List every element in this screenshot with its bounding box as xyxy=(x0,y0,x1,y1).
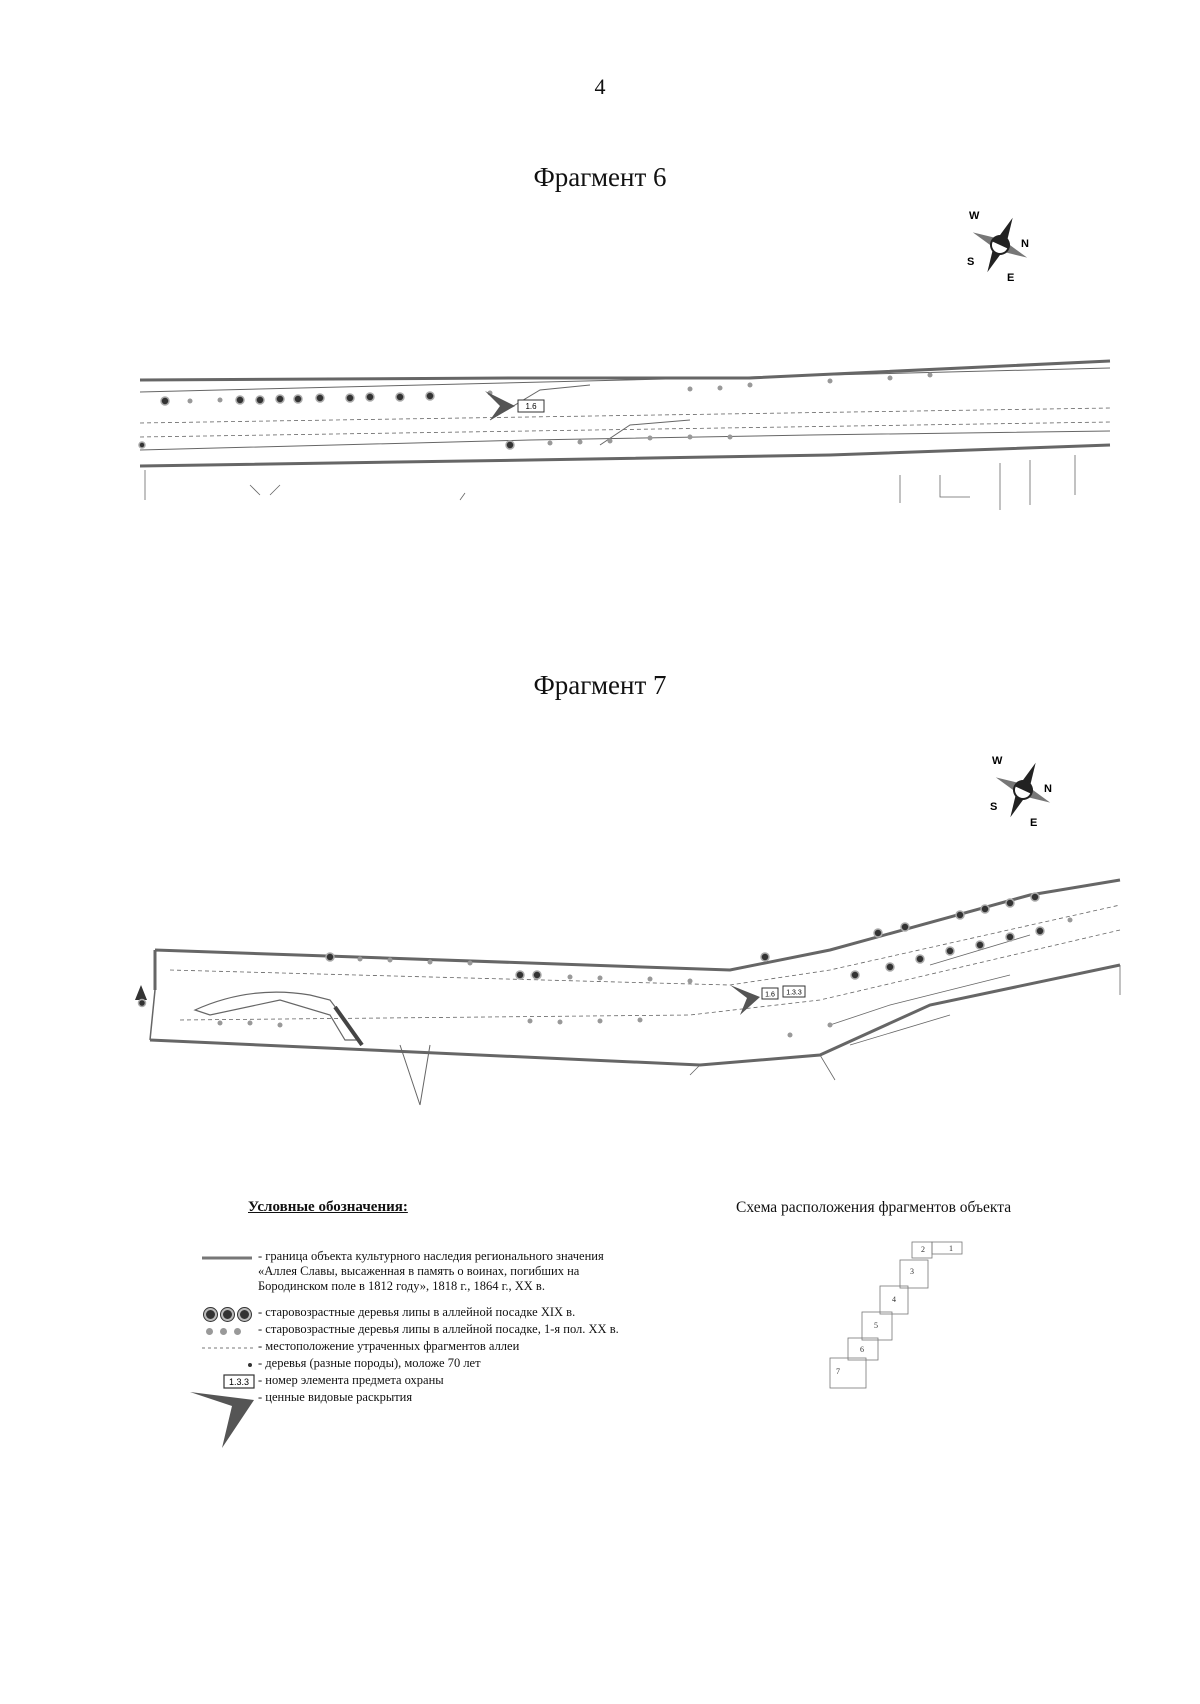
view-arrow-icon xyxy=(190,1392,254,1448)
legend-text: - местоположение утраченных фрагментов а… xyxy=(258,1339,520,1353)
view-arrow-fragment-7 xyxy=(730,985,760,1015)
compass-n-letter: N xyxy=(1044,783,1052,795)
scheme-label-3: 3 xyxy=(910,1267,914,1276)
map-fragment-6: 1.6 xyxy=(138,359,1111,510)
legend-title: Условные обозначения: xyxy=(248,1199,408,1215)
legend-text: Бородинском поле в 1812 году», 1818 г., … xyxy=(258,1279,545,1293)
compass-e-letter: E xyxy=(1030,817,1037,829)
view-arrow-fragment-6 xyxy=(485,391,515,420)
compass-rose-fragment-6: W N S E xyxy=(967,210,1029,284)
compass-w-letter: W xyxy=(992,755,1003,767)
dashed-line-icon xyxy=(202,1347,254,1349)
compass-e-letter: E xyxy=(1007,272,1014,284)
compass-rose-fragment-7: W N S E xyxy=(990,755,1052,829)
scheme-label-2: 2 xyxy=(921,1245,925,1254)
compass-w-letter: W xyxy=(969,210,980,222)
compass-n-letter: N xyxy=(1021,238,1029,250)
map-fragment-7: 1.6 1.3.3 xyxy=(135,878,1121,1106)
legend-text: - ценные видовые раскрытия xyxy=(258,1390,413,1404)
legend-text: «Аллея Славы, высаженная в память о воин… xyxy=(258,1264,580,1278)
fragment-6-title: Фрагмент 6 xyxy=(533,162,667,192)
young-tree-icon xyxy=(248,1363,252,1367)
boundary-line-icon xyxy=(202,1256,252,1260)
old-linden-20c-icon xyxy=(200,1322,264,1339)
legend-text: - деревья (разные породы), моложе 70 лет xyxy=(258,1356,481,1370)
legend-text: - старовозрастные деревья липы в аллейно… xyxy=(258,1305,576,1319)
element-number-fragment-6: 1.6 xyxy=(525,402,537,411)
scheme-title: Схема расположения фрагментов объекта xyxy=(736,1199,1012,1216)
scheme-label-1: 1 xyxy=(949,1244,953,1253)
legend-text: - граница объекта культурного наследия р… xyxy=(258,1249,604,1263)
fragment-7-title: Фрагмент 7 xyxy=(533,670,667,700)
scheme-label-4: 4 xyxy=(892,1295,896,1304)
scheme-label-6: 6 xyxy=(860,1345,864,1354)
scheme-label-5: 5 xyxy=(874,1321,878,1330)
element-number-fragment-7-b: 1.3.3 xyxy=(786,990,802,997)
compass-s-letter: S xyxy=(967,256,974,268)
compass-s-letter: S xyxy=(990,801,997,813)
legend-text: - номер элемента предмета охраны xyxy=(258,1373,444,1387)
page-number: 4 xyxy=(594,74,606,99)
scheme-label-7: 7 xyxy=(836,1367,840,1376)
element-number-fragment-7-a: 1.6 xyxy=(765,992,775,999)
old-linden-19c-icon xyxy=(200,1305,262,1322)
fragment-location-scheme: 1 2 3 4 5 6 7 xyxy=(829,1241,963,1389)
element-number-sample: 1.3.3 xyxy=(229,1377,249,1387)
element-number-icon: 1.3.3 xyxy=(223,1374,255,1389)
legend-text: - старовозрастные деревья липы в аллейно… xyxy=(258,1322,619,1336)
